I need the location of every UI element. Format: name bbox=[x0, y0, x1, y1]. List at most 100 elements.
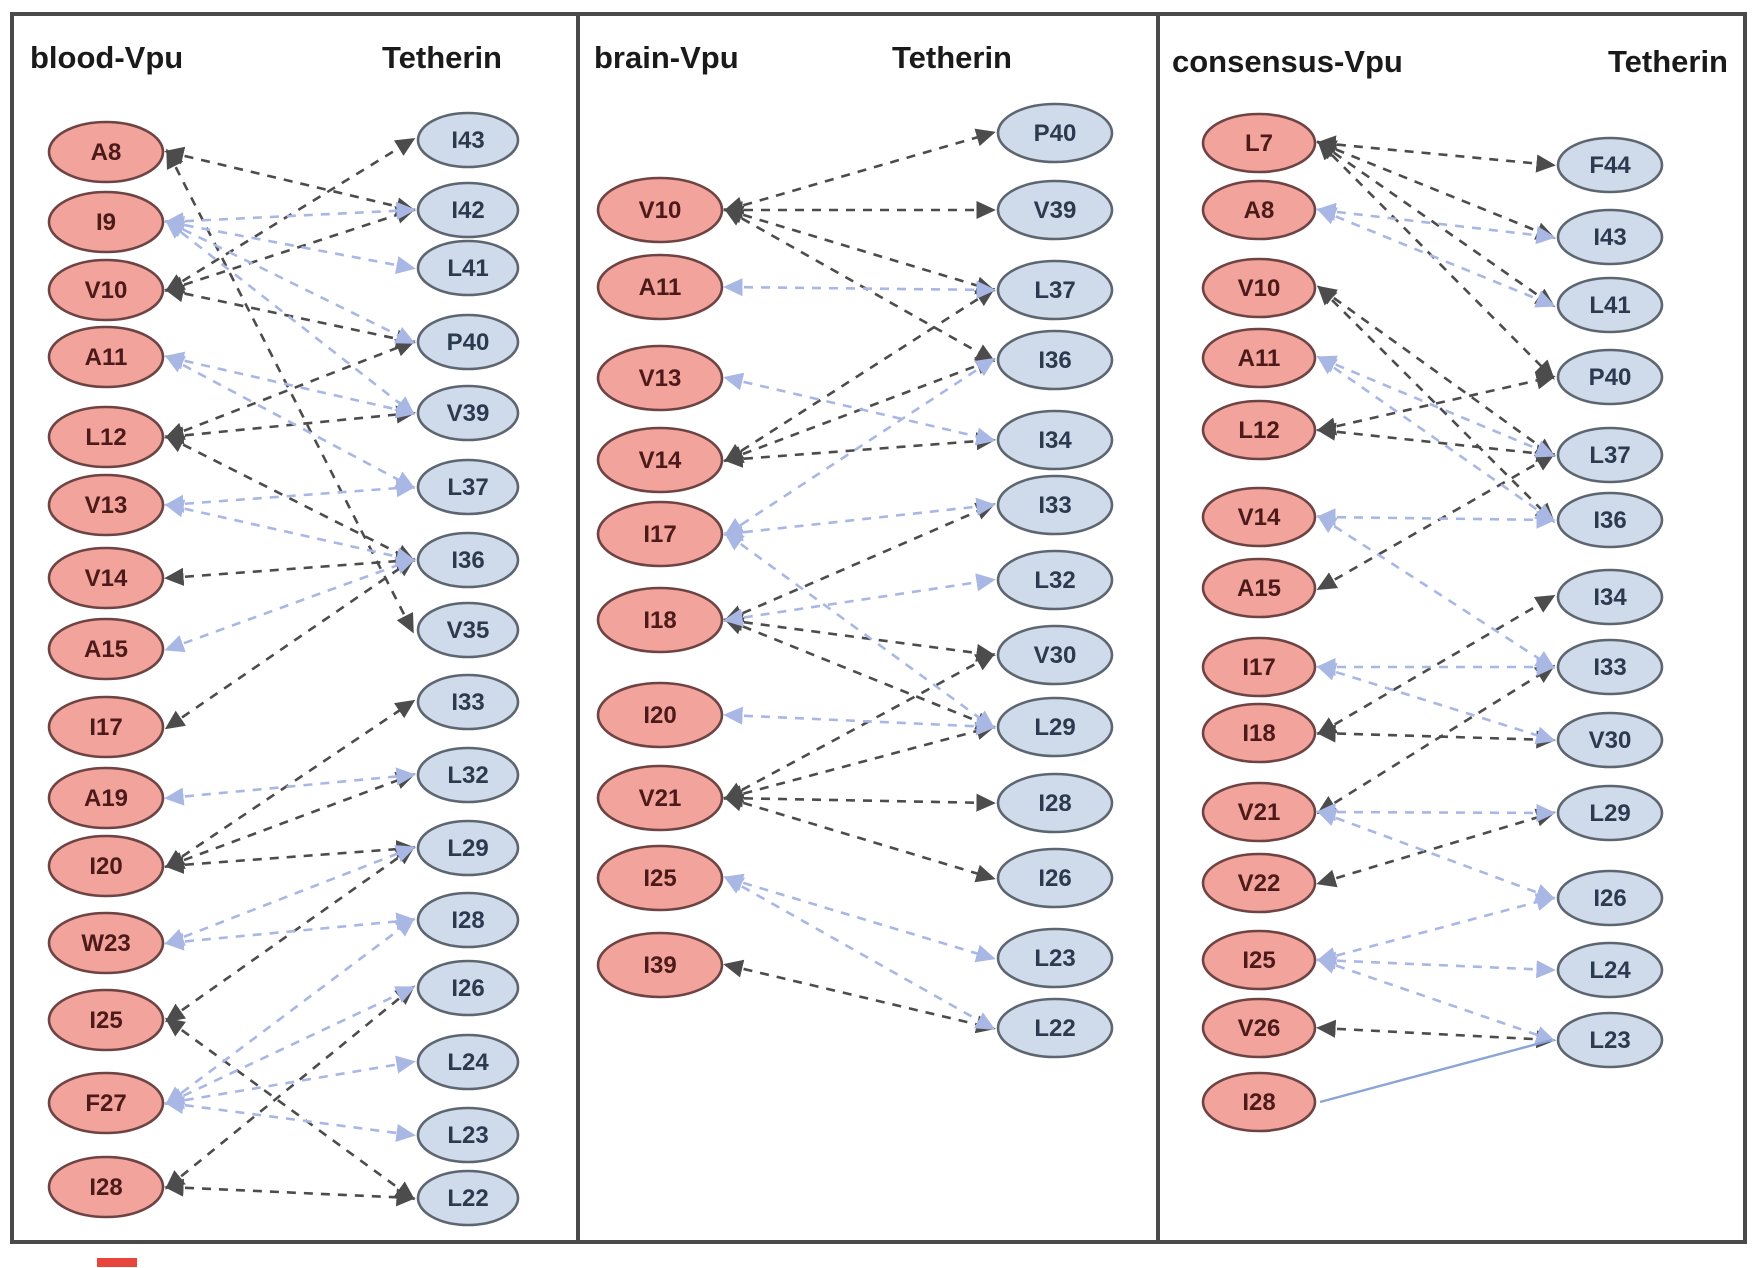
edge-brain-V21-I28 bbox=[723, 789, 996, 812]
node-brain-vpu-V13-ellipse bbox=[596, 344, 724, 412]
node-blood-vpu-I9-label: I9 bbox=[96, 209, 116, 236]
node-consensus-vpu-I28-label: I28 bbox=[1242, 1089, 1275, 1116]
node-brain-tetherin-I26: I26 bbox=[996, 847, 1114, 909]
node-brain-tetherin-I28-label: I28 bbox=[1038, 790, 1071, 817]
node-brain-vpu-A11: A11 bbox=[596, 253, 724, 321]
node-consensus-tetherin-L37-label: L37 bbox=[1589, 442, 1630, 469]
node-blood-tetherin-L24-label: L24 bbox=[447, 1049, 489, 1076]
node-consensus-tetherin-V30-label: V30 bbox=[1589, 727, 1632, 754]
edge-consensus-I18-I34 bbox=[1316, 595, 1556, 735]
node-brain-tetherin-I26-ellipse bbox=[996, 847, 1114, 909]
node-consensus-vpu-A11-ellipse bbox=[1201, 327, 1317, 389]
node-blood-vpu-V13: V13 bbox=[47, 473, 165, 537]
edge-blood-V10-I42 bbox=[164, 206, 416, 294]
node-consensus-vpu-V14: V14 bbox=[1201, 486, 1317, 548]
panel-blood-edges bbox=[164, 137, 416, 1207]
node-blood-vpu-V14: V14 bbox=[47, 546, 165, 610]
node-consensus-vpu-I25: I25 bbox=[1201, 929, 1317, 991]
node-brain-vpu-V21-ellipse bbox=[596, 764, 724, 832]
node-brain-vpu-V10-ellipse bbox=[596, 176, 724, 244]
node-brain-vpu-V21-label: V21 bbox=[639, 785, 682, 812]
node-consensus-vpu-I17-label: I17 bbox=[1242, 654, 1275, 681]
edge-consensus-L12-L37 bbox=[1316, 422, 1556, 463]
node-blood-tetherin-V35-ellipse bbox=[416, 601, 520, 659]
node-blood-tetherin-I42-ellipse bbox=[416, 181, 520, 239]
panel-consensus-title-left: consensus-Vpu bbox=[1172, 44, 1403, 79]
node-brain-tetherin-L29-label: L29 bbox=[1034, 714, 1075, 741]
node-blood-vpu-I25-ellipse bbox=[47, 988, 165, 1052]
node-brain-tetherin-V30-ellipse bbox=[996, 624, 1114, 686]
node-blood-vpu-I17-ellipse bbox=[47, 695, 165, 759]
node-consensus-vpu-A15-label: A15 bbox=[1237, 575, 1281, 602]
node-brain-tetherin-I34-label: I34 bbox=[1038, 427, 1072, 454]
edge-consensus-V22-L29 bbox=[1316, 808, 1556, 888]
node-blood-tetherin-I26-label: I26 bbox=[451, 975, 484, 1002]
node-blood-tetherin-V35-label: V35 bbox=[447, 617, 490, 644]
edge-consensus-I25-L24 bbox=[1316, 951, 1556, 979]
node-blood-tetherin-I26: I26 bbox=[416, 959, 520, 1017]
node-blood-tetherin-I36-label: I36 bbox=[451, 547, 484, 574]
node-brain-tetherin-L22: L22 bbox=[996, 997, 1114, 1059]
node-blood-vpu-W23: W23 bbox=[47, 911, 165, 975]
node-consensus-vpu-V10-ellipse bbox=[1201, 257, 1317, 319]
node-consensus-vpu-A15: A15 bbox=[1201, 557, 1317, 619]
node-blood-vpu-A19: A19 bbox=[47, 766, 165, 830]
node-blood-vpu-L12-label: L12 bbox=[85, 424, 126, 451]
edge-consensus-I28-L23 bbox=[1319, 1038, 1553, 1104]
node-consensus-vpu-L7-ellipse bbox=[1201, 112, 1317, 174]
node-blood-vpu-W23-label: W23 bbox=[81, 930, 130, 957]
node-brain-tetherin-I28-ellipse bbox=[996, 772, 1114, 834]
node-consensus-tetherin-F44-ellipse bbox=[1556, 136, 1664, 194]
node-blood-tetherin-L23-label: L23 bbox=[447, 1122, 488, 1149]
node-consensus-vpu-A8-ellipse bbox=[1201, 179, 1317, 241]
node-brain-tetherin-L29: L29 bbox=[996, 696, 1114, 758]
edge-consensus-L7-P40 bbox=[1317, 140, 1555, 380]
edge-consensus-I25-L23 bbox=[1316, 956, 1556, 1044]
panel-blood-title-right: Tetherin bbox=[382, 40, 502, 75]
node-blood-tetherin-I43-ellipse bbox=[416, 111, 520, 169]
node-consensus-tetherin-L41-ellipse bbox=[1556, 276, 1664, 334]
node-consensus-tetherin-L29: L29 bbox=[1556, 784, 1664, 842]
edge-brain-I25-L23 bbox=[723, 873, 996, 963]
node-brain-vpu-V10: V10 bbox=[596, 176, 724, 244]
node-consensus-vpu-V10-label: V10 bbox=[1238, 275, 1281, 302]
edge-brain-V14-I34 bbox=[723, 432, 996, 468]
edge-brain-I20-L29 bbox=[723, 706, 996, 736]
node-blood-vpu-V10-ellipse bbox=[47, 258, 165, 322]
edge-blood-I9-I42 bbox=[164, 201, 416, 231]
node-consensus-tetherin-F44-label: F44 bbox=[1589, 152, 1631, 179]
edge-blood-I9-L41 bbox=[164, 215, 416, 275]
panel-blood-title-left: blood-Vpu bbox=[30, 40, 183, 75]
node-brain-tetherin-I36-label: I36 bbox=[1038, 347, 1071, 374]
node-brain-vpu-I39-ellipse bbox=[596, 931, 724, 999]
node-consensus-vpu-V14-label: V14 bbox=[1238, 504, 1281, 531]
node-consensus-vpu-A11: A11 bbox=[1201, 327, 1317, 389]
node-blood-tetherin-I28: I28 bbox=[416, 891, 520, 949]
node-brain-vpu-I17: I17 bbox=[596, 500, 724, 568]
panel-brain-edges bbox=[723, 128, 996, 1034]
node-brain-vpu-I20-label: I20 bbox=[643, 702, 676, 729]
node-consensus-tetherin-I34-ellipse bbox=[1556, 568, 1664, 626]
node-consensus-vpu-I28: I28 bbox=[1201, 1071, 1317, 1133]
node-blood-vpu-A15-label: A15 bbox=[84, 636, 128, 663]
edge-consensus-A11-I36 bbox=[1316, 355, 1556, 523]
node-consensus-vpu-I18-ellipse bbox=[1201, 702, 1317, 764]
node-blood-tetherin-P40-label: P40 bbox=[447, 329, 490, 356]
node-brain-vpu-I18-ellipse bbox=[596, 586, 724, 654]
edge-blood-F27-I28 bbox=[164, 917, 416, 1106]
node-brain-vpu-I17-ellipse bbox=[596, 500, 724, 568]
edge-blood-L12-I36 bbox=[164, 435, 416, 562]
node-brain-tetherin-L37-ellipse bbox=[996, 259, 1114, 321]
node-blood-tetherin-I36-ellipse bbox=[416, 531, 520, 589]
node-blood-vpu-V10-label: V10 bbox=[85, 277, 128, 304]
node-blood-vpu-A19-label: A19 bbox=[84, 785, 128, 812]
node-consensus-vpu-L7: L7 bbox=[1201, 112, 1317, 174]
node-blood-tetherin-V39-label: V39 bbox=[447, 400, 490, 427]
node-brain-vpu-I39: I39 bbox=[596, 931, 724, 999]
edge-brain-V21-L29 bbox=[723, 722, 996, 803]
node-blood-tetherin-I28-ellipse bbox=[416, 891, 520, 949]
node-consensus-tetherin-P40-ellipse bbox=[1556, 348, 1664, 406]
node-consensus-tetherin-I36-ellipse bbox=[1556, 491, 1664, 549]
